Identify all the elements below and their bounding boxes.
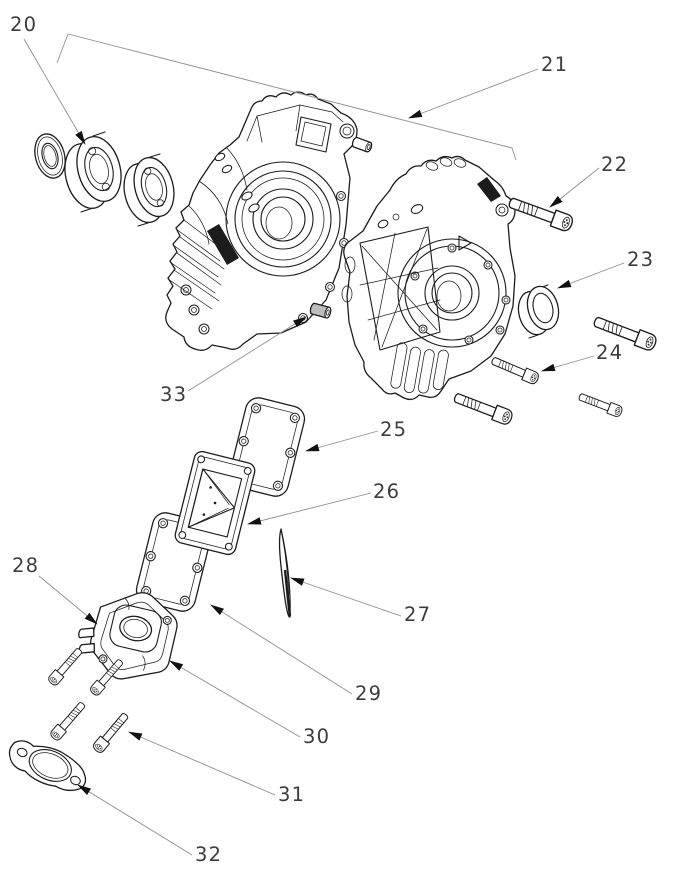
callout-label-28: 28 (12, 554, 39, 577)
bolt-31-c (48, 699, 88, 743)
leader-29 (210, 604, 353, 695)
crank-seal (34, 133, 66, 179)
intake-manifold-28 (78, 592, 178, 680)
leader-26 (247, 492, 372, 525)
callout-label-25: 25 (380, 418, 407, 441)
callout-label-32: 32 (195, 843, 222, 866)
callout-label-33: 33 (160, 383, 187, 406)
callout-label-20: 20 (10, 13, 37, 36)
leader-28 (38, 575, 98, 625)
leader-24 (541, 355, 595, 372)
callout-label-31: 31 (278, 783, 305, 806)
bolt-31-d (91, 710, 132, 755)
dowel-pin-33 (309, 302, 332, 319)
oil-seal-23 (517, 284, 560, 339)
leader-20 (23, 38, 86, 145)
bolt-22 (506, 193, 576, 234)
leader-33 (187, 316, 307, 392)
callout-label-27: 27 (404, 603, 431, 626)
flange-gasket-32 (8, 740, 87, 792)
leader-31 (128, 731, 276, 796)
main-bearing-small (123, 153, 175, 227)
leader-22 (549, 167, 600, 208)
callout-label-24: 24 (596, 341, 623, 364)
leader-bracket-21 (56, 33, 517, 161)
leader-23 (557, 262, 625, 289)
main-bearing-large (64, 131, 122, 213)
bolt-24-c (577, 390, 624, 419)
reed-valve-block-26 (174, 450, 256, 556)
bolt-31-a (46, 645, 85, 688)
callout-label-29: 29 (355, 682, 382, 705)
bolt-24-b (451, 389, 515, 427)
leader-30 (169, 660, 301, 738)
reed-petal-27 (278, 528, 292, 618)
callout-label-23: 23 (627, 248, 654, 271)
dowel-pin-upper (351, 136, 373, 153)
callout-label-30: 30 (303, 725, 330, 748)
leader-27 (290, 577, 402, 617)
leader-32 (77, 784, 193, 856)
crankcase-half-left (165, 91, 358, 351)
callout-label-21: 21 (541, 53, 568, 76)
bolt-24-a (489, 354, 541, 386)
callout-label-22: 22 (601, 153, 628, 176)
crankcase-half-right (341, 155, 516, 401)
callout-label-26: 26 (373, 480, 400, 503)
leader-21 (408, 68, 539, 119)
leader-25 (305, 430, 379, 452)
